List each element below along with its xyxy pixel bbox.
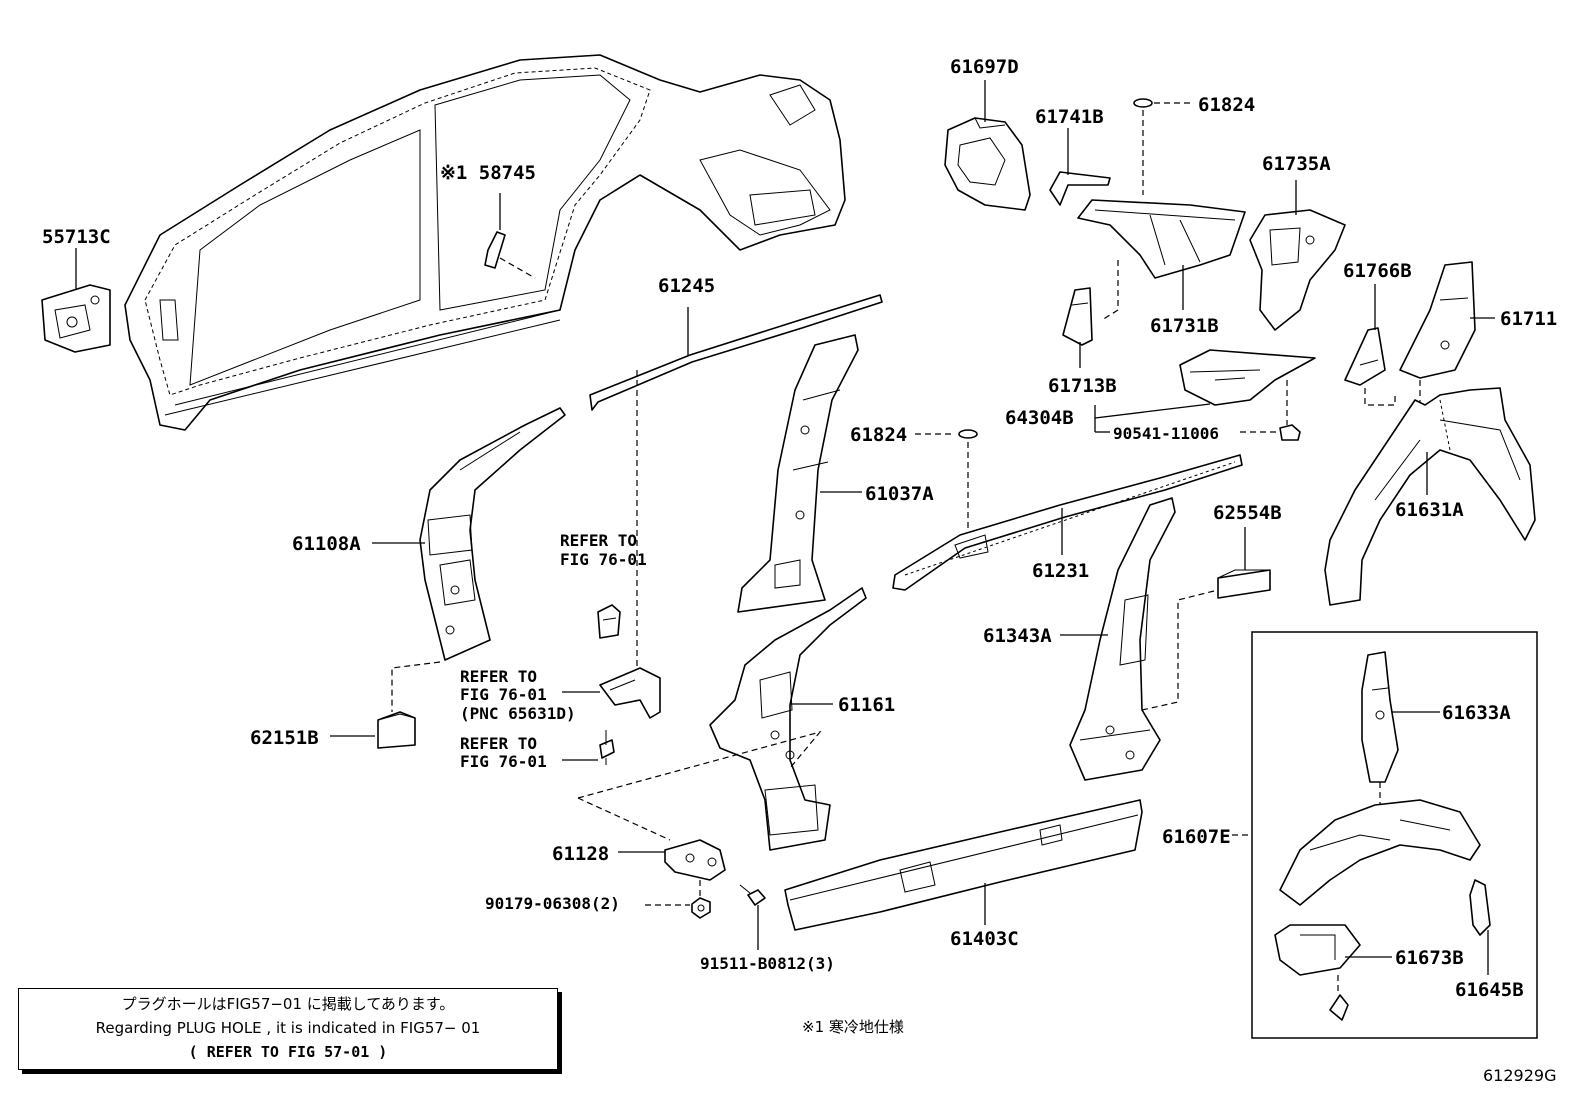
label-61231: 61231 xyxy=(1032,560,1089,582)
part-61161 xyxy=(709,587,867,851)
part-61673B xyxy=(1274,924,1361,976)
part-61711 xyxy=(1399,261,1476,379)
refer-note-3-line1: REFER TO xyxy=(460,734,537,753)
label-55713C: 55713C xyxy=(42,226,111,248)
label-61824-center: 61824 xyxy=(850,424,907,446)
label-61607E: 61607E xyxy=(1162,826,1231,848)
part-61633A xyxy=(1361,651,1399,783)
part-61037A xyxy=(737,334,859,613)
part-90179-nut xyxy=(691,897,711,919)
plug-hole-note-en: Regarding PLUG HOLE , it is indicated in… xyxy=(95,1019,481,1037)
label-61633A: 61633A xyxy=(1442,702,1511,724)
part-64304B xyxy=(1179,349,1316,406)
part-61108A xyxy=(419,407,566,661)
part-clip-upper xyxy=(597,604,621,639)
label-61711: 61711 xyxy=(1500,308,1557,330)
label-61403C: 61403C xyxy=(950,928,1019,950)
label-61697D: 61697D xyxy=(950,56,1019,78)
label-61741B: 61741B xyxy=(1035,106,1104,128)
part-62554B xyxy=(1217,569,1271,599)
part-61631A xyxy=(1324,387,1536,606)
label-61108A: 61108A xyxy=(292,533,361,555)
label-90179-06308: 90179-06308(2) xyxy=(485,894,620,913)
label-61735A: 61735A xyxy=(1262,153,1331,175)
part-61128 xyxy=(664,839,726,881)
plug-hole-note-box: プラグホールはFIG57−01 に掲載してあります。 Regarding PLU… xyxy=(18,988,558,1070)
refer-note-3-line2: FIG 76-01 xyxy=(460,752,547,771)
label-61161: 61161 xyxy=(838,694,895,716)
label-58745: ※1 58745 xyxy=(440,162,536,184)
label-61245: 61245 xyxy=(658,275,715,297)
part-inner-wheelhouse xyxy=(1279,799,1481,906)
part-61231 xyxy=(892,454,1243,591)
part-61245 xyxy=(589,294,883,411)
refer-note-1-line2: FIG 76-01 xyxy=(560,550,647,569)
label-90541-11006: 90541-11006 xyxy=(1113,424,1219,443)
label-64304B: 64304B xyxy=(1005,407,1074,429)
label-61713B: 61713B xyxy=(1048,375,1117,397)
label-61645B: 61645B xyxy=(1455,979,1524,1001)
part-61343A xyxy=(1069,497,1176,781)
part-hinge-bracket xyxy=(599,667,661,719)
part-61741B xyxy=(1049,171,1111,206)
part-61731B xyxy=(1077,199,1246,279)
label-61631A: 61631A xyxy=(1395,499,1464,521)
refer-note-2-line3: (PNC 65631D) xyxy=(460,704,576,723)
sub-assembly-61607E-box xyxy=(1251,631,1538,1039)
refer-note-2-line1: REFER TO xyxy=(460,667,537,686)
part-61766B xyxy=(1344,327,1386,386)
plug-hole-note-jp: プラグホールはFIG57−01 に掲載してあります。 xyxy=(121,995,455,1013)
part-61403C xyxy=(784,799,1143,931)
part-90541-clip xyxy=(1279,424,1301,441)
label-61037A: 61037A xyxy=(865,483,934,505)
part-61824-plug-center xyxy=(958,429,978,439)
label-61824-top: 61824 xyxy=(1198,94,1255,116)
part-61713B xyxy=(1062,287,1093,346)
label-61128: 61128 xyxy=(552,843,609,865)
part-91511-bolt xyxy=(739,884,766,906)
part-61735A xyxy=(1249,209,1346,331)
plug-hole-note-refer: ( REFER TO FIG 57-01 ) xyxy=(188,1043,388,1061)
label-61766B: 61766B xyxy=(1343,260,1412,282)
part-55713C xyxy=(41,284,111,353)
label-62151B: 62151B xyxy=(250,727,319,749)
part-small-bracket-bottom xyxy=(1329,994,1349,1021)
cold-region-spec-note: ※1 寒冷地仕様 xyxy=(802,1018,904,1036)
label-62554B: 62554B xyxy=(1213,502,1282,524)
refer-note-1-line1: REFER TO xyxy=(560,531,637,550)
refer-note-2-line2: FIG 76-01 xyxy=(460,685,547,704)
part-61645B xyxy=(1469,879,1491,936)
part-61824-plug-top xyxy=(1133,98,1153,108)
part-61697D xyxy=(944,117,1031,211)
part-bolt-small xyxy=(599,730,615,765)
side-body-outer-panel xyxy=(124,54,846,431)
figure-id: 612929G xyxy=(1483,1066,1557,1085)
label-61343A: 61343A xyxy=(983,625,1052,647)
label-91511-B0812: 91511-B0812(3) xyxy=(700,954,835,973)
part-58745 xyxy=(484,231,506,269)
label-61673B: 61673B xyxy=(1395,947,1464,969)
label-61731B: 61731B xyxy=(1150,315,1219,337)
part-62151B xyxy=(377,711,416,749)
